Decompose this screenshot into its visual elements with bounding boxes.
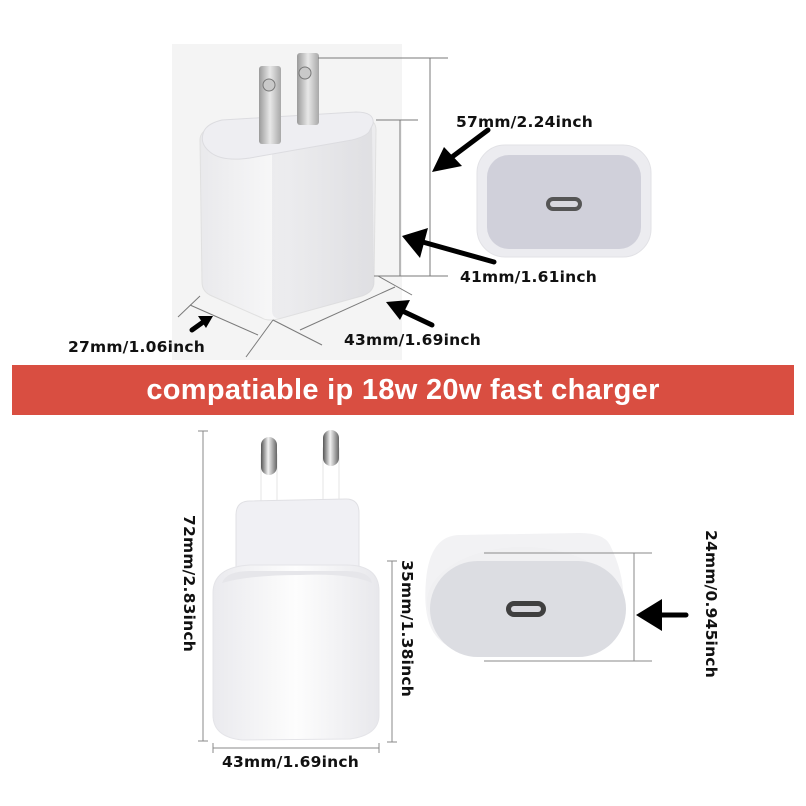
us-total-height-label: 57mm/2.24inch	[456, 113, 593, 131]
eu-charger-illustration	[198, 430, 397, 753]
eu-body-height-label: 35mm/1.38inch	[398, 560, 416, 697]
us-dimension-lines	[177, 57, 448, 358]
banner-text: compatiable ip 18w 20w fast charger	[146, 373, 660, 406]
usb-c-port-icon	[546, 197, 582, 211]
us-depth-label: 27mm/1.06inch	[68, 338, 205, 356]
eu-depth-label: 24mm/0.945inch	[702, 530, 720, 678]
us-charger-body	[199, 111, 377, 321]
eu-charger-pins	[260, 430, 340, 512]
us-charger-illustration	[177, 53, 497, 358]
product-banner: compatiable ip 18w 20w fast charger	[12, 365, 794, 415]
us-charger-prongs	[259, 53, 319, 144]
us-dimension-arrows	[189, 127, 497, 333]
us-body-height-label: 41mm/1.61inch	[460, 268, 597, 286]
eu-dimension-lines	[198, 430, 397, 753]
usb-c-port-icon	[506, 601, 546, 617]
us-width-label: 43mm/1.69inch	[344, 331, 481, 349]
eu-depth-arrow	[636, 599, 689, 631]
us-charger-front-view	[476, 144, 652, 258]
eu-charger-front-view	[425, 533, 689, 662]
eu-width-label: 43mm/1.69inch	[222, 753, 359, 771]
eu-total-height-label: 72mm/2.83inch	[180, 515, 198, 652]
eu-depth-dimension-lines	[484, 552, 652, 662]
eu-charger-body	[212, 564, 380, 741]
